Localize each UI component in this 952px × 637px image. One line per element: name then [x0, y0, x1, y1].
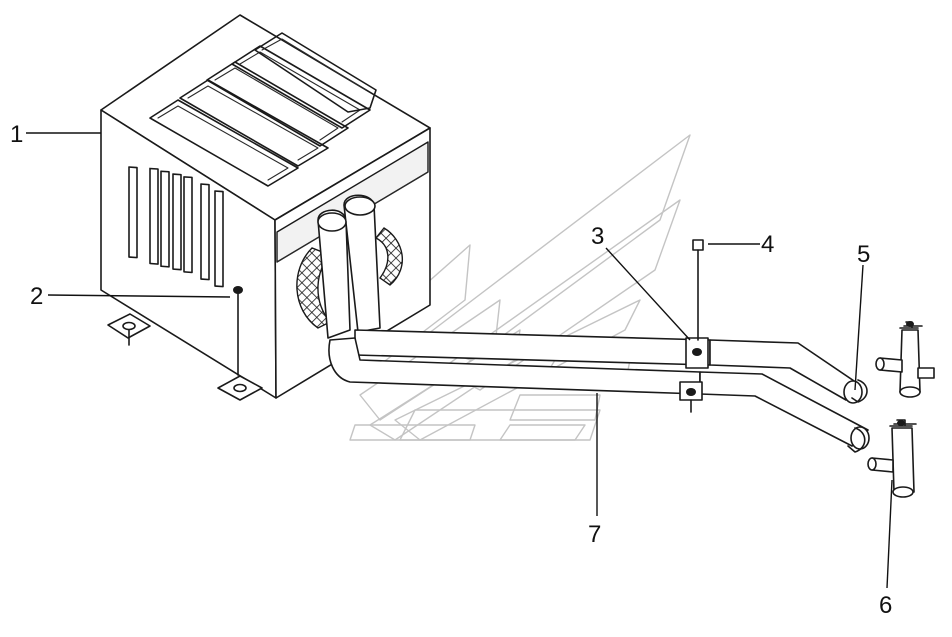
top-louvers	[149, 32, 377, 187]
leader-lines	[26, 132, 893, 589]
screw-2	[233, 286, 243, 376]
heater-box	[100, 14, 431, 401]
pipe-assembly	[317, 194, 870, 450]
callout-1: 1	[10, 121, 23, 148]
callout-6: 6	[879, 592, 892, 619]
valve-lower	[867, 419, 917, 498]
callout-4: 4	[761, 231, 774, 258]
callout-7: 7	[588, 521, 601, 548]
valve-upper	[875, 321, 935, 398]
hose-clamps	[847, 379, 868, 453]
callout-5: 5	[857, 241, 870, 268]
callout-2: 2	[30, 283, 43, 310]
mounting-feet	[107, 313, 263, 401]
bolt-4	[692, 239, 704, 341]
callout-labels: 1 2 3 4 5 6 7	[10, 121, 892, 619]
side-vents	[128, 166, 224, 288]
callout-3: 3	[591, 223, 604, 250]
